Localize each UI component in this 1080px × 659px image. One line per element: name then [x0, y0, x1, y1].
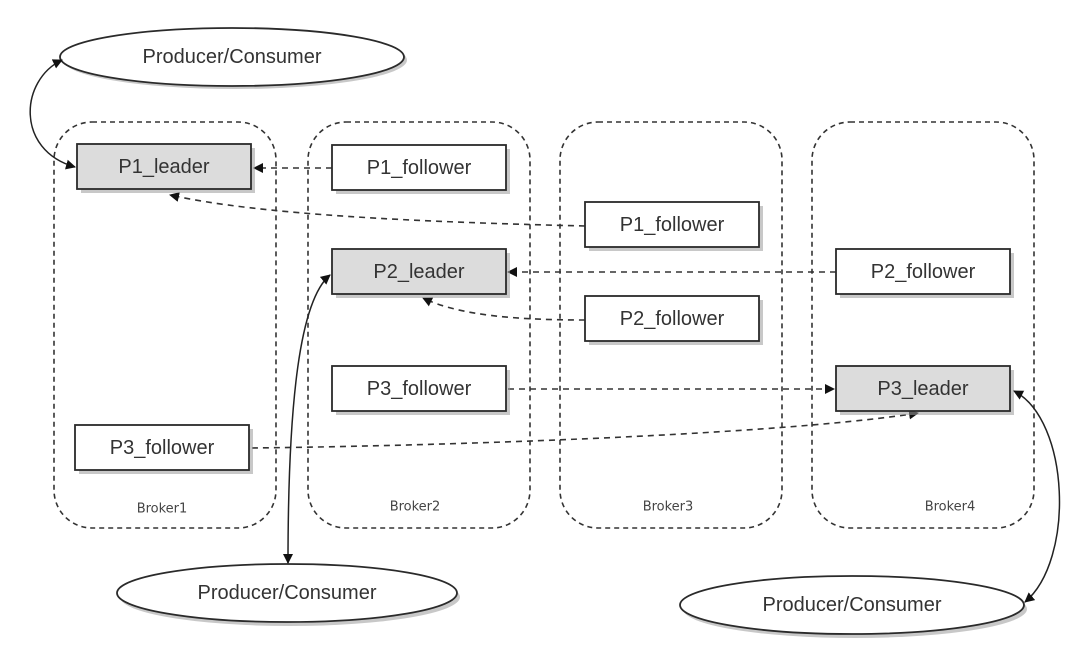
broker-3: Broker3 [559, 121, 783, 529]
partition-p3-follower-broker1[interactable]: P3_follower [74, 424, 253, 474]
partition-p3-follower-broker2[interactable]: P3_follower [331, 365, 510, 415]
client-producer-consumer-3[interactable]: Producer/Consumer [679, 575, 1027, 638]
client-producer-consumer-2[interactable]: Producer/Consumer [116, 563, 460, 626]
broker-1: Broker1 [53, 121, 277, 529]
partition-label: P2_follower [620, 308, 725, 330]
client-label: Producer/Consumer [143, 46, 322, 68]
partition-p2-follower-broker4[interactable]: P2_follower [835, 248, 1014, 298]
edge-client1-p1l [29, 59, 76, 170]
broker-4: Broker4 [811, 121, 1035, 529]
client-label: Producer/Consumer [763, 594, 942, 616]
broker-label: Broker2 [390, 500, 441, 515]
partition-label: P2_follower [871, 261, 976, 283]
partition-p2-follower-broker3[interactable]: P2_follower [584, 295, 763, 345]
partition-label: P3_leader [877, 378, 969, 400]
broker-label: Broker4 [925, 500, 976, 515]
partition-label: P3_follower [110, 437, 215, 459]
partition-label: P3_follower [367, 378, 472, 400]
partition-label: P2_leader [373, 261, 465, 283]
partition-label: P1_leader [118, 156, 210, 178]
partition-label: P1_follower [367, 157, 472, 179]
edge-client3-p3l [1013, 390, 1061, 603]
partition-p1-leader[interactable]: P1_leader [76, 143, 255, 193]
broker-label: Broker1 [137, 502, 188, 517]
edge-p1f3-to-p1l [169, 192, 586, 227]
edge-client2-p2l [283, 274, 331, 564]
broker-label: Broker3 [643, 500, 694, 515]
client-producer-consumer-1[interactable]: Producer/Consumer [59, 27, 407, 89]
partition-p1-follower-broker3[interactable]: P1_follower [584, 201, 763, 251]
edge-p2f3-to-p2l [422, 297, 586, 321]
edge-p3f1-to-p3l [251, 409, 919, 449]
partition-label: P1_follower [620, 214, 725, 236]
partition-p2-leader[interactable]: P2_leader [331, 248, 510, 298]
client-label: Producer/Consumer [198, 582, 377, 604]
partition-p3-leader[interactable]: P3_leader [835, 365, 1014, 415]
partition-p1-follower-broker2[interactable]: P1_follower [331, 144, 510, 194]
